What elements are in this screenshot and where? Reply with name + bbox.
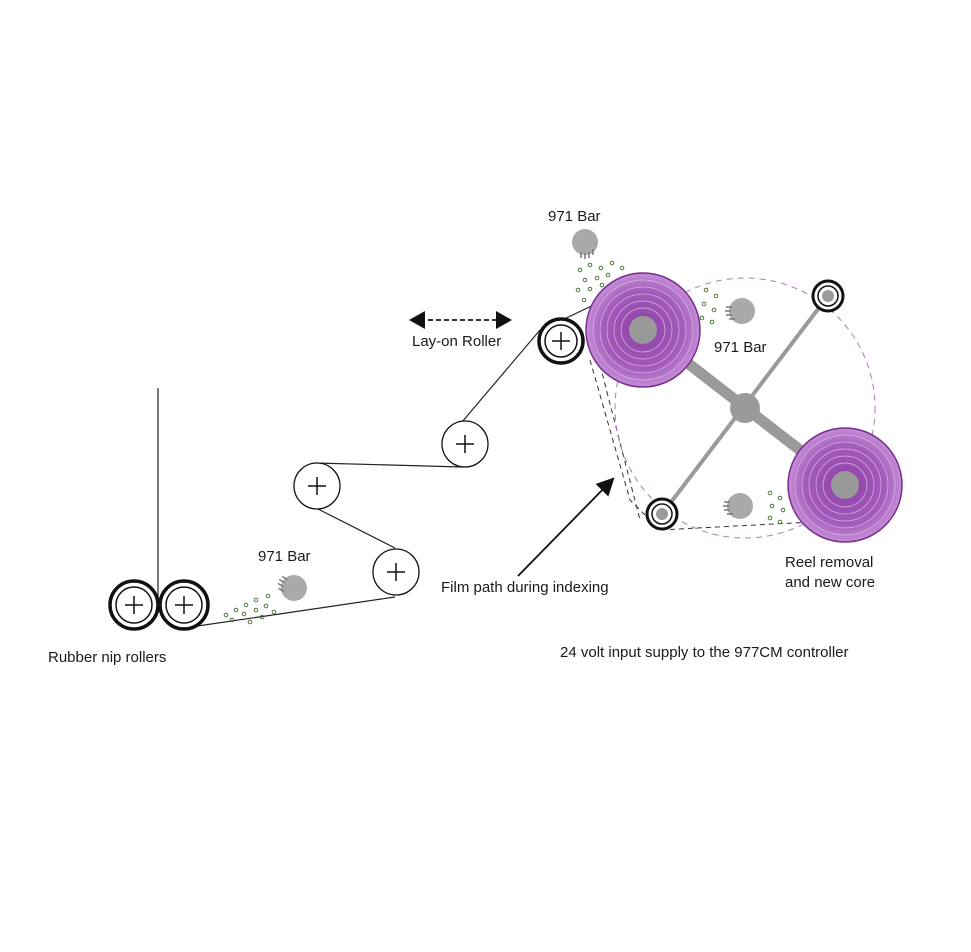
- ionizing-bar-icon: [277, 575, 307, 601]
- ionizing-bar-icon: [725, 298, 755, 324]
- lay-on-roller: [537, 317, 585, 365]
- nip-roller-left: [108, 579, 160, 631]
- idler-roller-3: [372, 548, 420, 596]
- new-core-label: and new core: [785, 574, 875, 591]
- nip-rollers-label: Rubber nip rollers: [48, 649, 166, 666]
- lay-on-roller-label: Lay-on Roller: [412, 333, 501, 350]
- ionizing-bar-icon: [572, 229, 598, 259]
- nip-roller-right: [158, 579, 210, 631]
- bar-top-label: 971 Bar: [548, 208, 601, 225]
- ion-cloud-top: [575, 260, 625, 303]
- reel-full: [787, 427, 903, 543]
- core-top-right: [811, 279, 845, 313]
- pointer-arrow-icon: [517, 477, 615, 577]
- idler-roller-2: [293, 462, 341, 510]
- film-path: [183, 301, 601, 629]
- ion-cloud-right: [699, 287, 719, 325]
- turret-rotation-path: [614, 277, 876, 539]
- supply-note: 24 volt input supply to the 977CM contro…: [560, 644, 849, 661]
- film-path-label: Film path during indexing: [441, 579, 609, 596]
- reel-winding: [585, 272, 701, 388]
- double-arrow-icon: [409, 311, 512, 329]
- core-bottom-left: [645, 497, 679, 531]
- bar-right-label: 971 Bar: [714, 339, 767, 356]
- ionizing-bar-icon: [723, 493, 753, 519]
- idler-roller-1: [441, 420, 489, 468]
- reel-removal-label: Reel removal: [785, 554, 873, 571]
- indexing-film-path: [589, 359, 851, 531]
- turret-hub: [730, 393, 760, 423]
- ion-cloud-left: [223, 593, 277, 625]
- ion-cloud-bottom: [767, 490, 786, 525]
- bar-left-label: 971 Bar: [258, 548, 311, 565]
